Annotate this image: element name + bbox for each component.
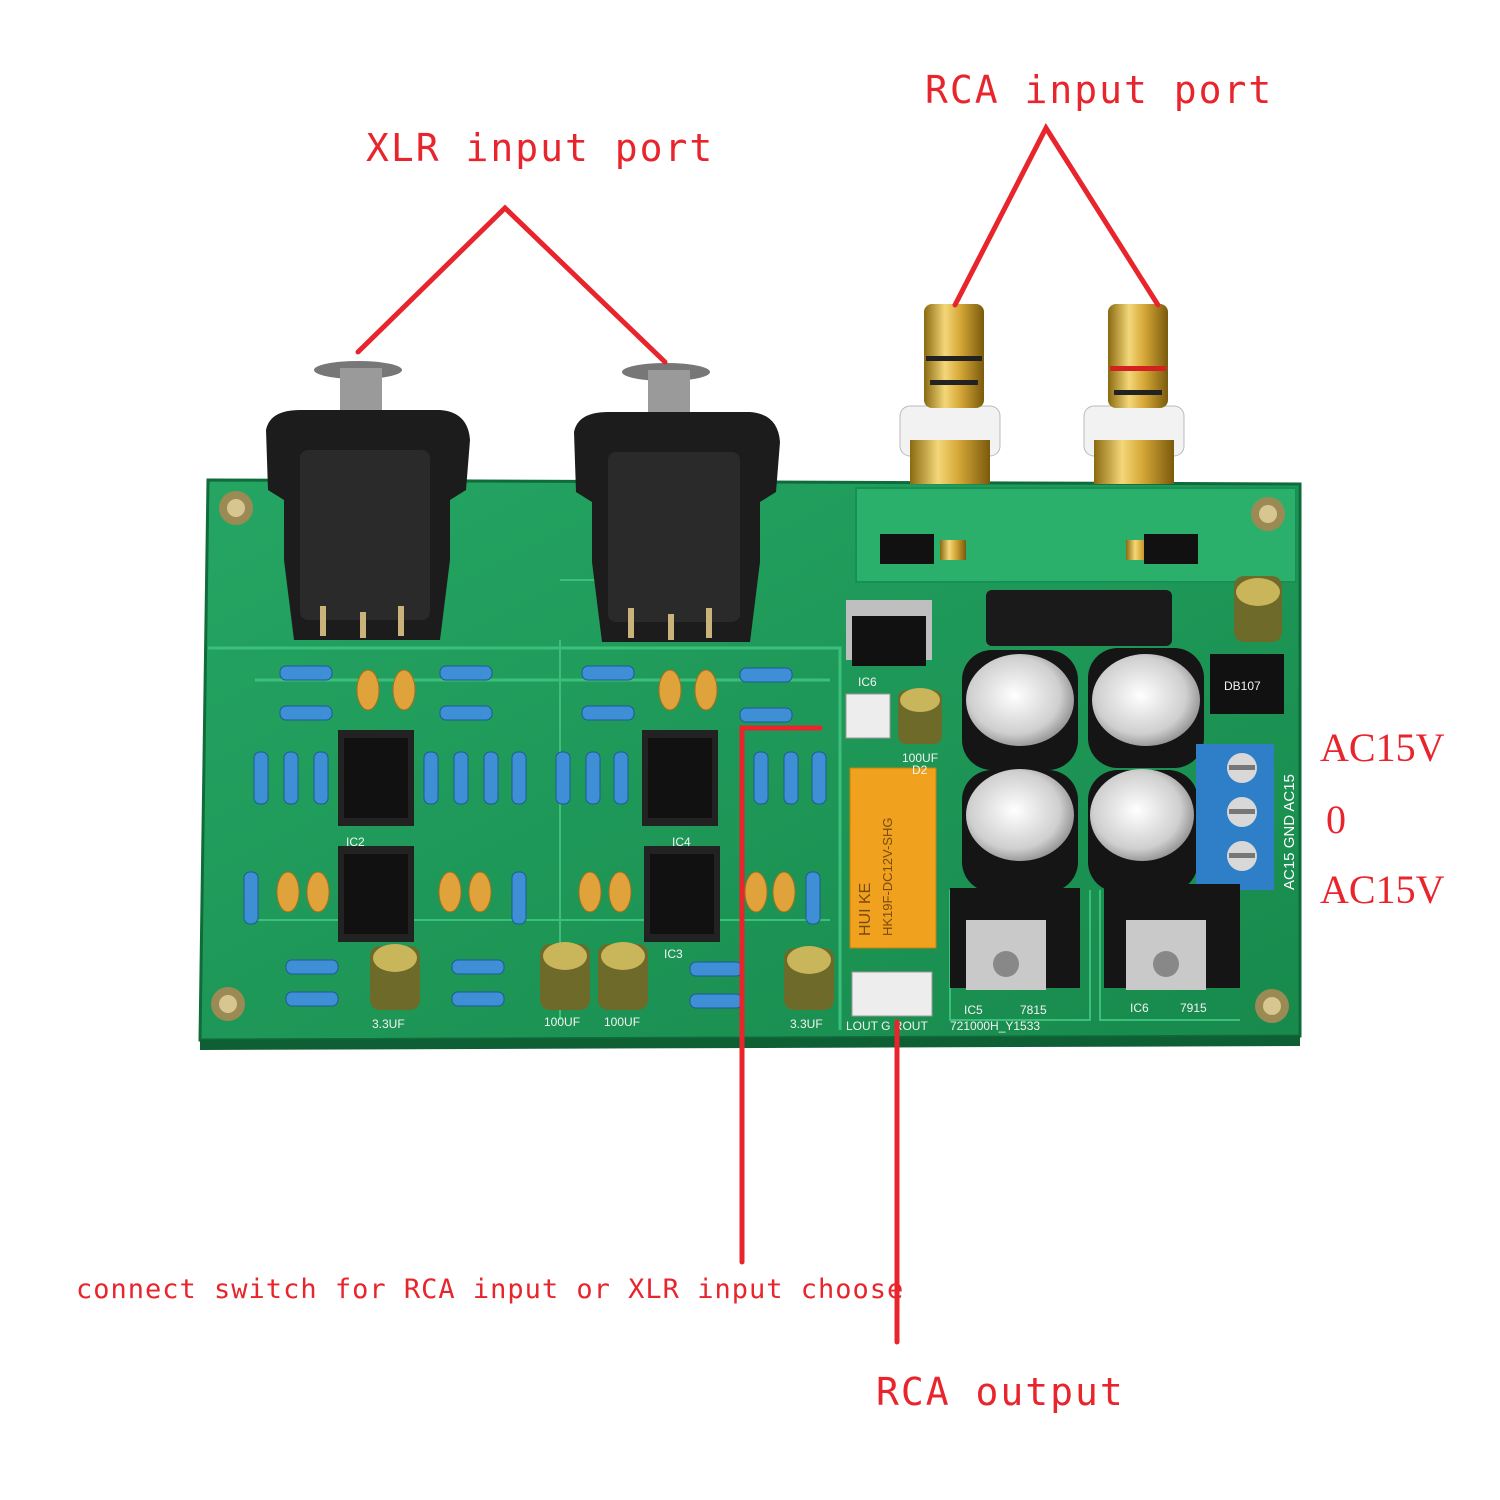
rca-jack-right <box>1083 304 1185 560</box>
cap-100uf-1-label: 100UF <box>544 1015 580 1029</box>
rca-output-label: RCA output <box>876 1370 1125 1414</box>
header-left <box>880 534 934 564</box>
ic4-label: IC4 <box>672 835 691 849</box>
output-connector-label: LOUT G ROUT <box>846 1019 928 1033</box>
screw-icon <box>211 987 245 1021</box>
tantalum-capacitors <box>276 669 796 913</box>
rca-input-pointer-lines <box>952 122 1161 308</box>
rca-jack-left <box>899 304 1001 560</box>
power-zero-label: 0 <box>1326 797 1346 842</box>
resistors <box>243 665 827 1009</box>
cap-3-3uf-left-label: 3.3UF <box>372 1017 405 1031</box>
power-ac15v-bottom-label: AC15V <box>1320 867 1445 912</box>
bridge-label: DB107 <box>1224 679 1261 693</box>
xlr-pointer-lines <box>355 204 668 365</box>
opamp-ic1 <box>338 846 414 942</box>
heatsink-ic5 <box>950 888 1080 990</box>
rca-input-label: RCA input port <box>925 68 1274 112</box>
ic5-label: IC5 <box>964 1003 983 1017</box>
pcb-code-label: 721000H_Y1533 <box>950 1019 1040 1033</box>
reg-neg-label: 7915 <box>1180 1001 1207 1015</box>
switch-pointer-line <box>739 725 823 1265</box>
opamp-ic3 <box>644 846 720 942</box>
cap-ic6-label: 100UF <box>902 751 938 765</box>
cap-100uf-2-label: 100UF <box>604 1015 640 1029</box>
ic6-label: IC6 <box>1130 1001 1149 1015</box>
reg-pos-label: 7815 <box>1020 1003 1047 1017</box>
switch-note-label: connect switch for RCA input or XLR inpu… <box>76 1274 905 1305</box>
screw-icon <box>1255 989 1289 1023</box>
capacitor-3-3uf-right <box>784 946 834 1010</box>
xlr-connector-left <box>266 361 470 640</box>
terminal-silk-label: AC15 GND AC15 <box>1281 774 1298 890</box>
capacitor-3-3uf-left <box>370 944 420 1010</box>
opamp-ic2 <box>338 730 414 826</box>
output-connector <box>851 971 933 1017</box>
regulator-top <box>846 600 932 666</box>
cap-3-3uf-right-label: 3.3UF <box>790 1017 823 1031</box>
bridge-rectifier-large <box>986 590 1172 646</box>
small-capacitor-top-right <box>1234 576 1282 642</box>
screw-icon <box>219 491 253 525</box>
relay-brand-label: HUI KE <box>857 883 874 936</box>
annotation-lines <box>355 122 1161 1345</box>
capacitor-100uf-1 <box>540 942 590 1010</box>
xlr-connector-right <box>574 363 780 642</box>
opamp-ic4 <box>642 730 718 826</box>
ic6-top-label: IC6 <box>858 675 877 689</box>
capacitor-ic6 <box>898 688 942 744</box>
d2-label: D2 <box>912 763 928 777</box>
power-ac15v-top-label: AC15V <box>1320 725 1445 770</box>
relay-model-label: HK19F-DC12V-SHG <box>880 818 895 936</box>
relay: HUI KE HK19F-DC12V-SHG <box>849 767 937 949</box>
switch-connector <box>845 693 891 739</box>
screw-icon <box>1251 497 1285 531</box>
capacitor-100uf-2 <box>598 942 648 1010</box>
xlr-input-label: XLR input port <box>366 126 715 170</box>
header-right <box>1144 534 1198 564</box>
ic2-label: IC2 <box>346 835 365 849</box>
power-terminal-block <box>1196 744 1274 890</box>
filter-capacitors <box>962 648 1204 892</box>
bridge-db107: DB107 <box>1210 654 1284 714</box>
ic3-label: IC3 <box>664 947 683 961</box>
mounting-screws <box>211 491 1289 1023</box>
heatsink-ic6 <box>1104 884 1240 990</box>
